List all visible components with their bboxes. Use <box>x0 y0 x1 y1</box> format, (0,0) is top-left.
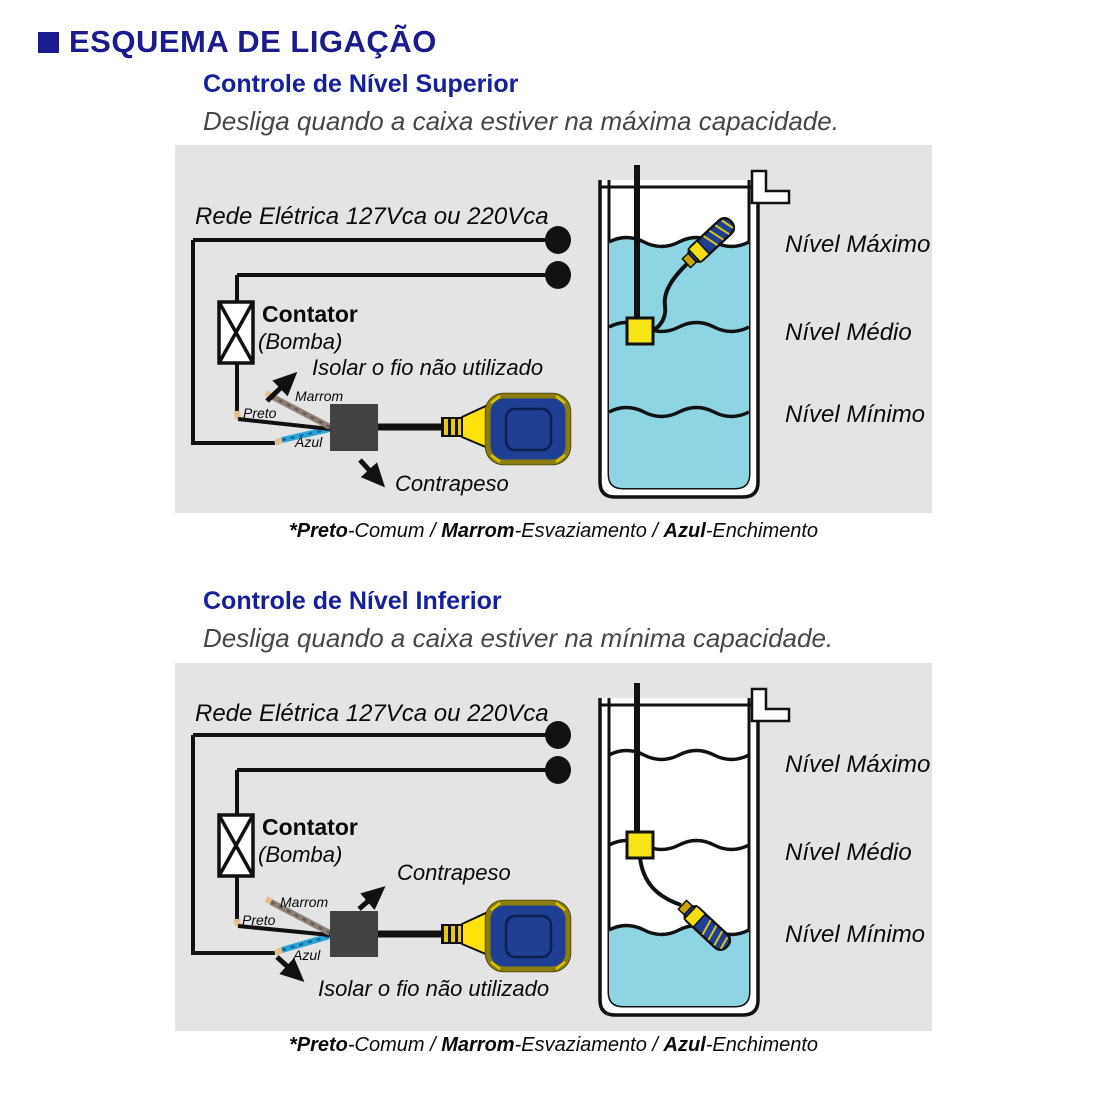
counterweight-block <box>330 911 378 957</box>
power-terminal-dot-2 <box>545 261 571 289</box>
outer-wire <box>191 735 275 955</box>
contactor-label: Contator <box>262 301 358 327</box>
contactor-sublabel: (Bomba) <box>258 329 343 354</box>
power-label: Rede Elétrica 127Vca ou 220Vca <box>195 700 549 727</box>
black-wire <box>237 417 331 431</box>
brown-wire-label: Marrom <box>295 388 344 404</box>
brown-wire-texture <box>270 395 331 428</box>
brown-wire-label: Marrom <box>280 894 329 910</box>
blue-wire-label: Azul <box>293 947 321 963</box>
black-wire-label: Preto <box>242 912 276 928</box>
tank-inlet-pipe <box>750 169 791 205</box>
page-title-row: ESQUEMA DE LIGAÇÃO <box>38 24 437 60</box>
float-corner-ticks <box>490 395 566 463</box>
power-label: Rede Elétrica 127Vca ou 220Vca <box>195 203 549 230</box>
in-tank-cable <box>646 260 691 333</box>
level-max-label: Nível Máximo <box>785 751 931 778</box>
float-switch-inner-line <box>504 407 553 452</box>
float-switch-inner-line <box>504 914 553 959</box>
blue-wire-label: Azul <box>295 434 323 450</box>
level-max-line <box>608 235 750 249</box>
counterweight-arrow <box>358 458 386 488</box>
wire-tip <box>234 918 241 927</box>
float-corner-ticks <box>490 902 566 970</box>
tank-inlet-pipe <box>750 687 791 723</box>
upper-diagram-drawing <box>191 165 791 499</box>
level-min-line <box>608 405 750 419</box>
counterweight-label: Contrapeso <box>395 471 509 496</box>
counterweight-arrow <box>357 886 386 911</box>
blue-wire <box>281 933 331 953</box>
level-min-label: Nível Mínimo <box>785 401 926 428</box>
counterweight-label: Contrapeso <box>397 860 511 885</box>
float-switch-body <box>485 900 571 972</box>
tank-water <box>609 237 749 488</box>
lower-diagram-drawing <box>191 683 791 1017</box>
contactor-sublabel: (Bomba) <box>258 842 343 867</box>
contactor-label: Contator <box>262 814 358 840</box>
in-tank-float <box>677 899 732 951</box>
wire-color-caption: *Preto-Comum / Marrom-Esvaziamento / Azu… <box>288 520 819 542</box>
brown-wire-texture <box>270 901 331 934</box>
level-max-label: Nível Máximo <box>785 231 931 258</box>
page-title: ESQUEMA DE LIGAÇÃO <box>69 24 437 59</box>
section-heading-superior: Controle de Nível Superior <box>203 70 519 98</box>
power-terminal-dot-1 <box>545 226 571 254</box>
in-tank-cable <box>638 857 682 907</box>
blue-wire <box>281 426 331 443</box>
isolate-label: Isolar o fio não utilizado <box>318 976 550 1001</box>
contactor-x2 <box>217 814 255 877</box>
level-mid-label: Nível Médio <box>785 839 912 866</box>
level-min-label: Nível Mínimo <box>785 921 926 948</box>
black-wire <box>237 924 331 937</box>
power-terminal-dot-2 <box>545 756 571 784</box>
black-wire-label: Preto <box>243 405 277 421</box>
wire-tip <box>234 410 241 420</box>
isolate-arrow <box>265 371 298 403</box>
wire-tip <box>273 437 284 446</box>
counterweight-block <box>330 404 378 451</box>
isolate-arrow <box>275 955 305 983</box>
level-max-line <box>608 748 750 762</box>
rod-weight-square <box>625 316 655 346</box>
section-heading-inferior: Controle de Nível Inferior <box>203 587 502 615</box>
rod-weight-square <box>625 830 655 860</box>
contactor-x2 <box>217 301 255 364</box>
upper-level-diagram-panel: Rede Elétrica 127Vca ou 220Vca Contator … <box>175 145 932 513</box>
lower-level-diagram-panel: Rede Elétrica 127Vca ou 220Vca Contator … <box>175 663 932 1031</box>
title-bullet-square <box>38 31 59 53</box>
level-mid-label: Nível Médio <box>785 319 912 346</box>
outer-wire <box>191 240 275 445</box>
wire-tip <box>273 947 284 956</box>
float-connector <box>461 403 489 450</box>
in-tank-float <box>681 217 736 269</box>
power-terminal-dot-1 <box>545 721 571 749</box>
isolate-label: Isolar o fio não utilizado <box>312 355 544 380</box>
wire-color-caption: *Preto-Comum / Marrom-Esvaziamento / Azu… <box>288 1034 819 1056</box>
section-subtitle-superior: Desliga quando a caixa estiver na máxima… <box>203 106 839 136</box>
section-subtitle-inferior: Desliga quando a caixa estiver na mínima… <box>203 623 834 653</box>
float-connector <box>461 910 489 957</box>
float-switch-body <box>485 393 571 465</box>
